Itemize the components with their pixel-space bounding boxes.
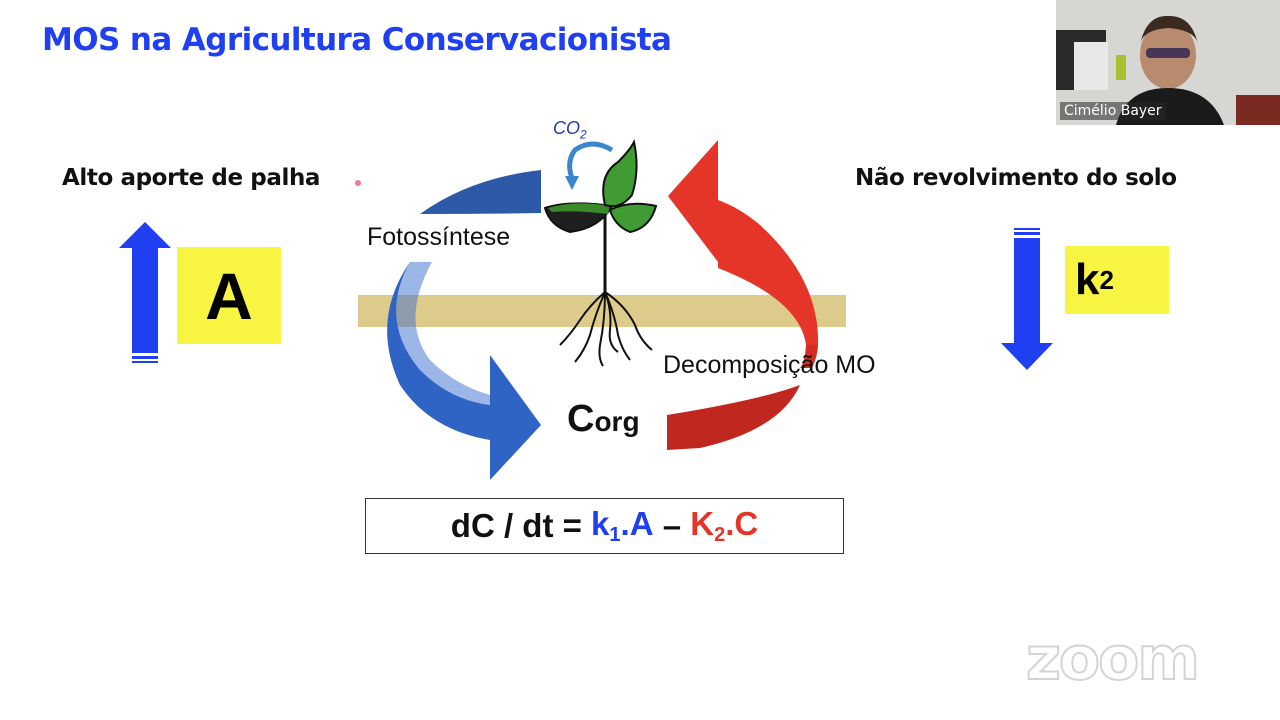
down-arrow-icon [1001, 228, 1053, 370]
left-heading: Alto aporte de palha [62, 165, 321, 191]
co2-arrow [567, 141, 614, 179]
zoom-watermark-logo: zoom [1025, 623, 1201, 695]
k2-subscript: 2 [1099, 264, 1114, 295]
equation-minus: – [653, 507, 691, 544]
slide-title: MOS na Agricultura Conservacionista [42, 22, 672, 58]
right-heading: Não revolvimento do solo [855, 165, 1177, 191]
input-a-box: A [177, 247, 281, 344]
video-feed [1056, 0, 1280, 125]
laser-pointer-dot [355, 180, 361, 186]
input-a-label: A [205, 258, 253, 333]
organic-carbon-label: Corg [567, 398, 640, 440]
photosynthesis-arrow-top [420, 170, 541, 214]
photosynthesis-arrow-sweep [387, 262, 541, 480]
plant-roots [559, 291, 653, 367]
co2-label: CO2 [553, 118, 587, 142]
participant-name: Cimélio Bayer [1060, 102, 1166, 120]
up-arrow-icon [119, 222, 171, 363]
plant-leaf-top [602, 139, 638, 208]
equation-lhs: dC / dt = [450, 507, 592, 544]
equation-term-k2: K2.C [690, 505, 759, 546]
decomposition-arrow-curve [668, 140, 819, 345]
participant-video-tile[interactable]: Cimélio Bayer [1056, 0, 1280, 125]
equation-term-k1: k1.A [591, 505, 654, 546]
equation-box: dC / dt = k1.A – K2.C [365, 498, 844, 554]
decomposition-arrow-sweep [667, 385, 800, 450]
k2-label: k [1075, 255, 1100, 304]
photosynthesis-label: Fotossíntese [367, 223, 511, 251]
decomposition-label: Decomposição MO [663, 351, 876, 379]
plant-leaf-right [608, 202, 658, 234]
